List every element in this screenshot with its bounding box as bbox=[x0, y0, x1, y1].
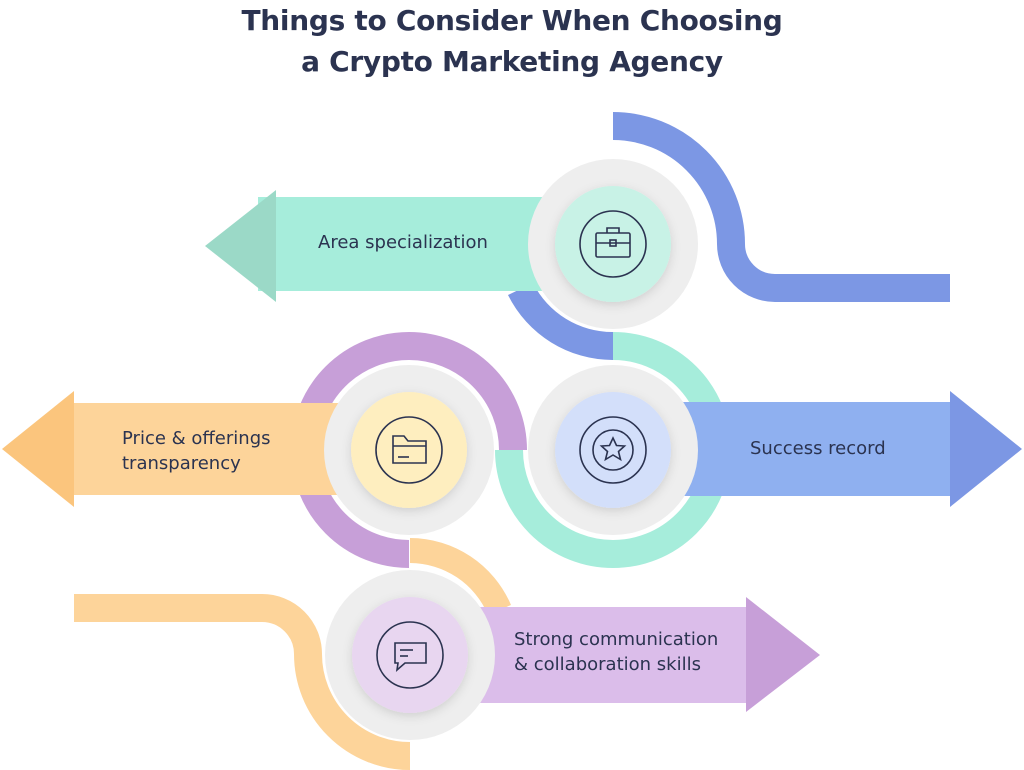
label-line: & collaboration skills bbox=[514, 654, 701, 675]
label-line: transparency bbox=[122, 453, 241, 474]
diagram-title: Things to Consider When Choosing a Crypt… bbox=[0, 0, 1024, 82]
orange-connector bbox=[74, 538, 511, 770]
label-line: Success record bbox=[750, 438, 886, 459]
node-area-specialization bbox=[528, 159, 698, 329]
title-line-2: a Crypto Marketing Agency bbox=[301, 45, 723, 78]
label-communication: Strong communication & collaboration ski… bbox=[514, 627, 718, 677]
blue-connector bbox=[508, 112, 950, 361]
star-icon bbox=[599, 436, 627, 462]
chat-bubble-icon bbox=[394, 642, 427, 673]
purple-connector bbox=[291, 332, 527, 568]
label-area-specialization: Area specialization bbox=[318, 230, 488, 255]
folder-icon bbox=[392, 435, 427, 464]
label-line: Strong communication bbox=[514, 629, 719, 650]
title-line-1: Things to Consider When Choosing bbox=[241, 4, 783, 37]
medal-ring bbox=[592, 429, 634, 471]
label-price-transparency: Price & offerings transparency bbox=[122, 426, 271, 476]
briefcase-icon bbox=[595, 227, 631, 258]
node-price-transparency bbox=[324, 365, 494, 535]
label-success-record: Success record bbox=[750, 436, 886, 461]
label-line: Area specialization bbox=[318, 232, 488, 253]
node-communication bbox=[325, 570, 495, 740]
node-success-record bbox=[528, 365, 698, 535]
teal-connector bbox=[495, 332, 731, 568]
label-line: Price & offerings bbox=[122, 428, 271, 449]
arrow-area-specialization bbox=[205, 190, 578, 302]
